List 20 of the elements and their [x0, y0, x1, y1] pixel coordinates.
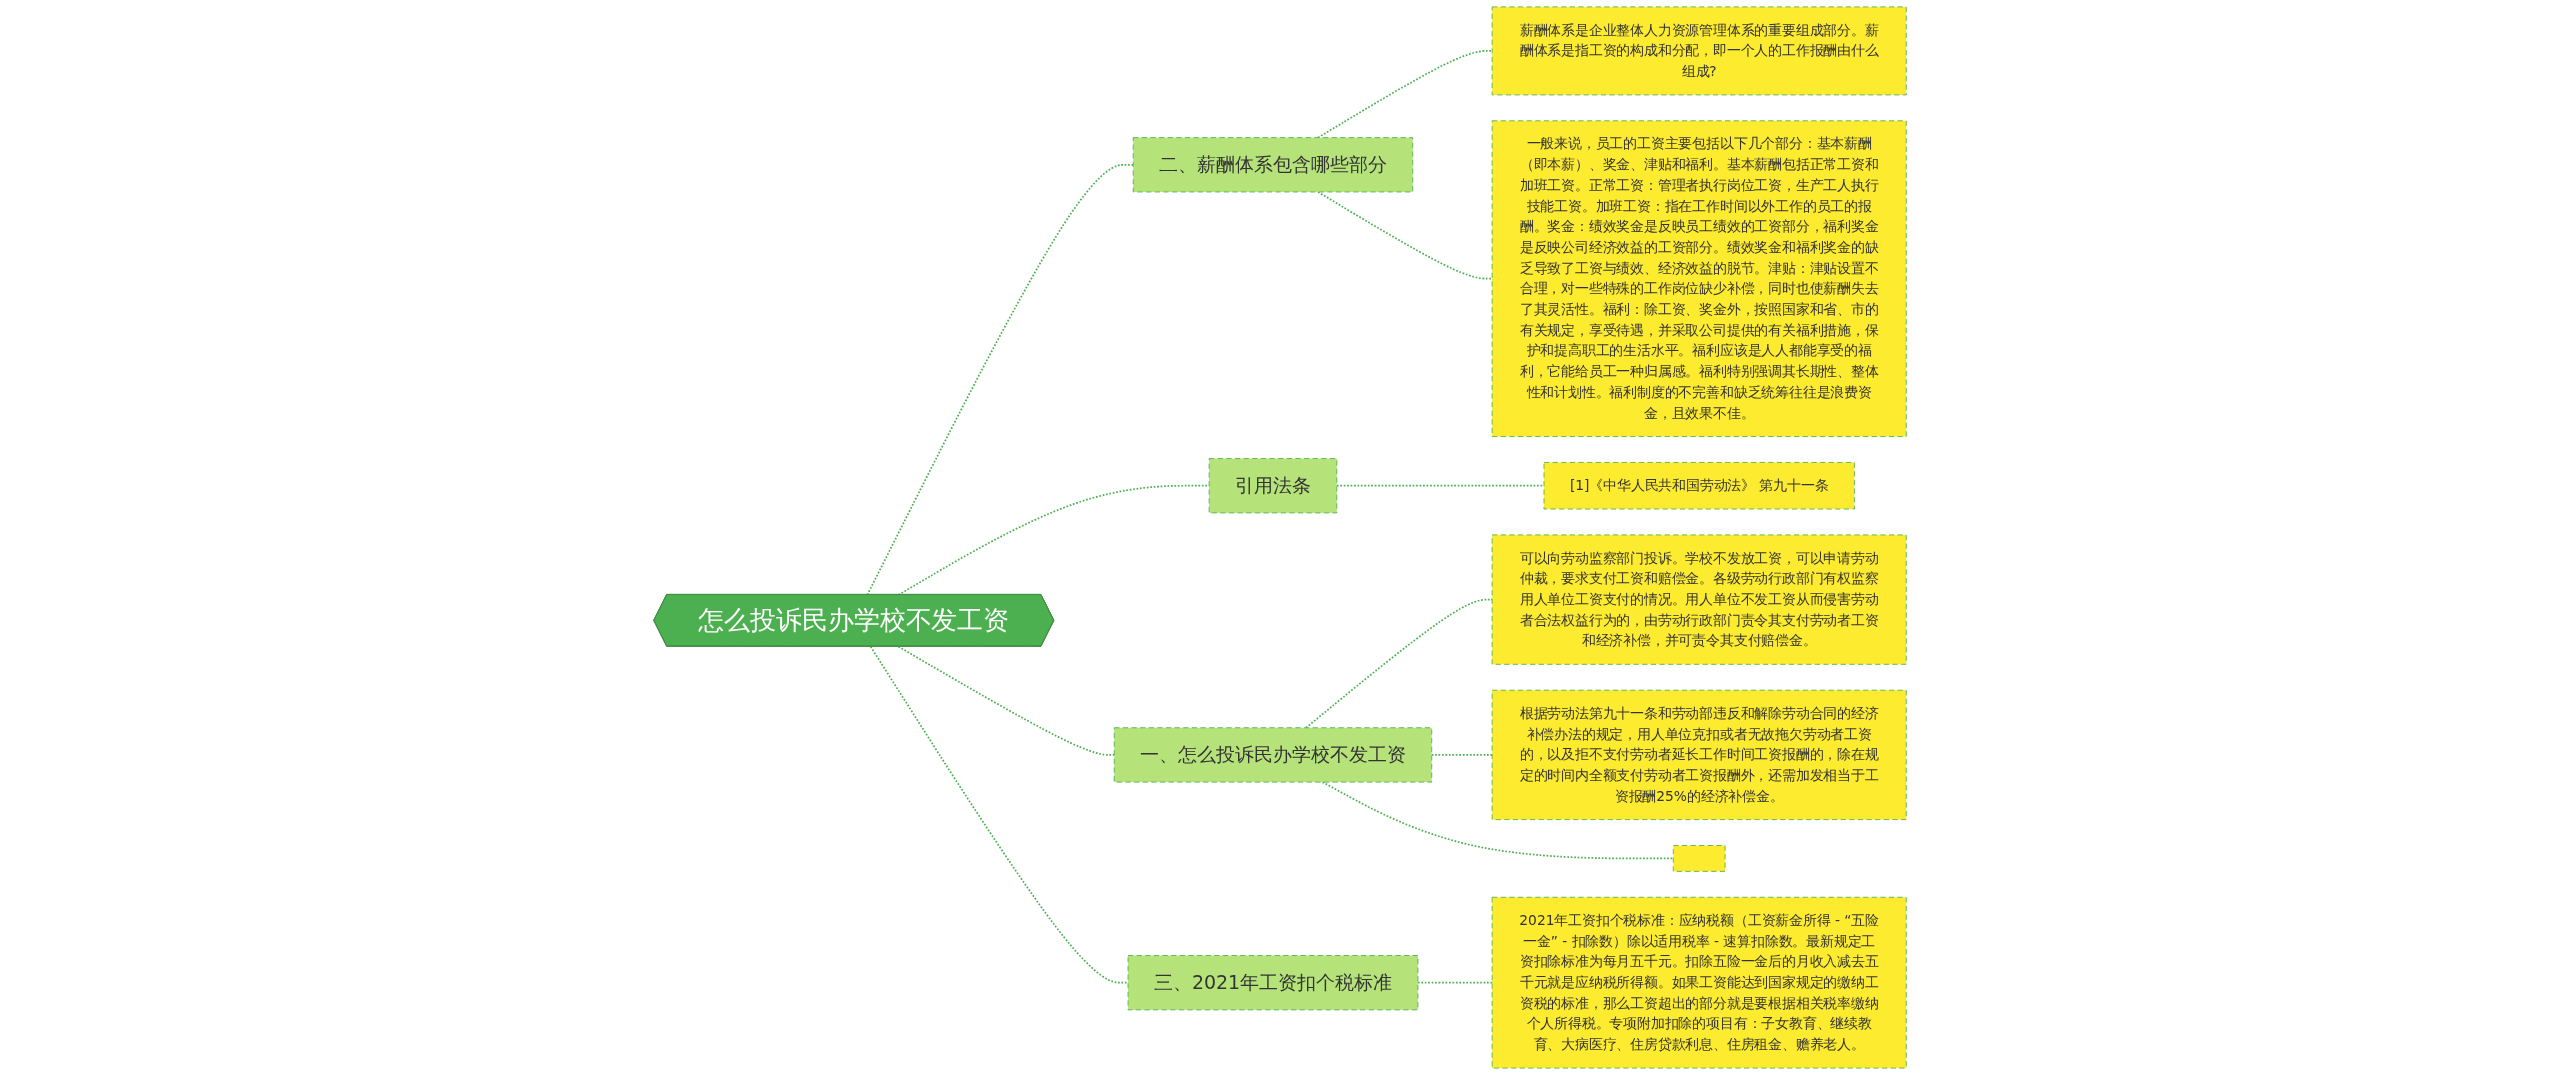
- connector: [1335, 484, 1545, 487]
- connector: [1417, 981, 1493, 984]
- node-box: 可以向劳动监察部门投诉。学校不发放工资，可以申请劳动仲裁，要求支付工资和赔偿金。各级劳动行政部门有权监察用人单位工资支付的情况。用人单位不发工资从而侵害劳动者合法权益行为的，由劳动行政部门责令其支付劳动者工资和经济补偿，并可责令其支付赔偿金。: [1491, 534, 1907, 665]
- connector: [1305, 598, 1493, 729]
- connector: [897, 645, 1116, 756]
- node-box: [1]《中华人民共和国劳动法》 第九十一条: [1543, 462, 1855, 510]
- node-box: 2021年工资扣个税标准：应纳税额（工资薪金所得 - “五险一金” - 扣除数）除以适用税率 - 速算扣除数。最新规定工资扣除标准为每月五千元。扣除五险一金后的月收入减去五千元就是应纳税所得额。如果工资能达到国家规定的缴纳工资税的标准，那么工资超出的部分就是要根据相关税率缴纳个人所得税。专项附加扣除的项目有：子女教育、继续教育、大病医疗、住房贷款利息、住房租金、赡养老人。: [1491, 896, 1907, 1069]
- node-box: 根据劳动法第九十一条和劳动部违反和解除劳动合同的经济补偿办法的规定，用人单位克扣或者无故拖欠劳动者工资的，以及拒不支付劳动者延长工作时间工资报酬的，除在规定的时间内全额支付劳动者工资报酬外，还需加发相当于工资报酬25%的经济补偿金。: [1491, 689, 1907, 821]
- node-box: 薪酬体系是企业整体人力资源管理体系的重要组成部分。薪酬体系是指工资的构成和分配，即一个人的工作报酬由什么组成?: [1491, 6, 1907, 96]
- node-box: [1672, 845, 1726, 872]
- connector: [869, 645, 1129, 984]
- connector: [866, 163, 1135, 596]
- node-box: 引用法条: [1208, 458, 1338, 514]
- node-box: 一、怎么投诉民办学校不发工资: [1113, 727, 1433, 783]
- node-box: 二、薪酬体系包含哪些部分: [1132, 137, 1414, 193]
- connector: [1317, 191, 1493, 280]
- connector: [1430, 754, 1493, 756]
- node-box: 一般来说，员工的工资主要包括以下几个部分：基本薪酬（即本薪）、奖金、津贴和福利。基本薪酬包括正常工资和加班工资。正常工资：管理者执行岗位工资，生产工人执行技能工资。加班工资：指在工作时间以外工作的员工的报酬。奖金：绩效奖金是反映员工绩效的工资部分，福利奖金是反映公司经济效益的工资部分。绩效奖金和福利奖金的缺乏导致了工资与绩效、经济效益的脱节。津贴：津贴设置不合理，对一些特殊的工作岗位缺少补偿，同时也使薪酬失去了其灵活性。福利：除工资、奖金外，按照国家和省、市的有关规定，享受待遇，并采取公司提供的有关福利措施，保护和提高职工的生活水平。福利应该是人人都能享受的福利，它能给员工一种归属感。福利特别强调其长期性、整体性和计划性。福利制度的不完善和缺乏统筹往往是浪费资金，且效果不佳。: [1491, 120, 1907, 437]
- node-box: 三、2021年工资扣个税标准: [1127, 955, 1419, 1011]
- connector: [1317, 50, 1493, 139]
